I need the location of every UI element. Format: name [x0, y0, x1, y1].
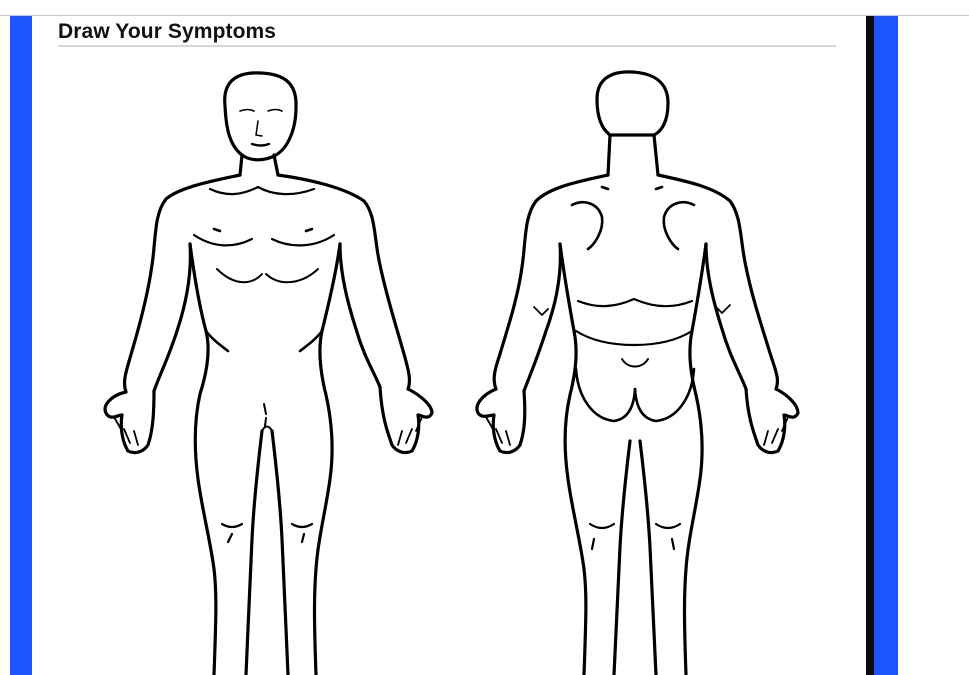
title-underline [58, 45, 836, 47]
left-frame-bar [10, 16, 32, 675]
right-frame-shadow [866, 16, 874, 675]
symptom-drawing-panel: Draw Your Symptoms [32, 16, 866, 675]
right-frame-bar [874, 16, 898, 675]
body-front-figure-icon [105, 73, 432, 675]
drawing-canvas[interactable] [82, 69, 862, 675]
body-back-figure-icon [477, 72, 798, 675]
page-title: Draw Your Symptoms [58, 20, 276, 44]
